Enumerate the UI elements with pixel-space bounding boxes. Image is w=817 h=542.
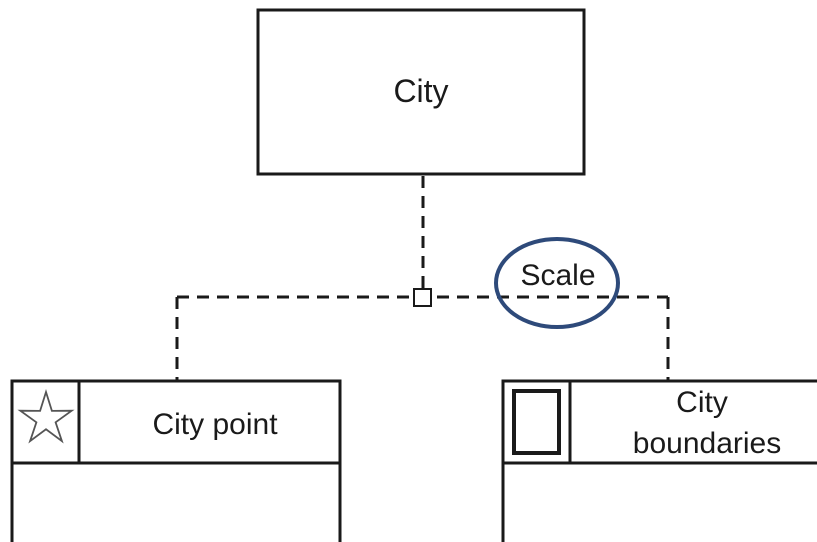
city-point-class[interactable]: City point (10, 379, 342, 542)
star-icon (17, 388, 75, 444)
city-class-label: City (393, 73, 448, 109)
scale-highlight-ellipse (494, 237, 620, 329)
junction-square-icon (413, 288, 432, 307)
scale-label: Scale (520, 259, 595, 292)
polygon-square-icon (512, 389, 561, 455)
city-boundaries-class[interactable]: City boundaries (501, 379, 817, 542)
city-point-class-label: City point (152, 408, 278, 441)
city-class-box[interactable] (256, 8, 586, 176)
city-boundaries-label-line-2: boundaries (633, 427, 781, 460)
city-boundaries-label-line-1: City (676, 386, 728, 419)
